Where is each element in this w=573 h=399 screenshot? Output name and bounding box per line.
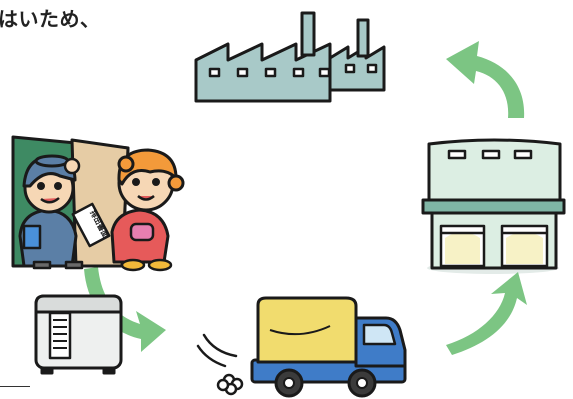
factory-icon xyxy=(194,11,386,103)
motion-lines xyxy=(196,333,238,368)
warehouse-icon xyxy=(421,138,566,274)
appliance-unit-icon xyxy=(34,294,123,375)
flow-arrow-to-warehouse xyxy=(446,272,527,355)
worker-handing-document-to-resident-icon: 排出書面 xyxy=(11,135,185,272)
caption-text: はいため、 xyxy=(0,7,101,31)
flow-arrow-to-factory xyxy=(446,41,525,118)
flow-arrow-to-truck xyxy=(84,267,166,352)
delivery-truck-icon xyxy=(196,296,407,398)
exhaust-puff-icon xyxy=(216,373,244,396)
worker-figure xyxy=(18,154,84,270)
divider-line xyxy=(0,386,30,387)
resident-figure xyxy=(110,148,185,272)
